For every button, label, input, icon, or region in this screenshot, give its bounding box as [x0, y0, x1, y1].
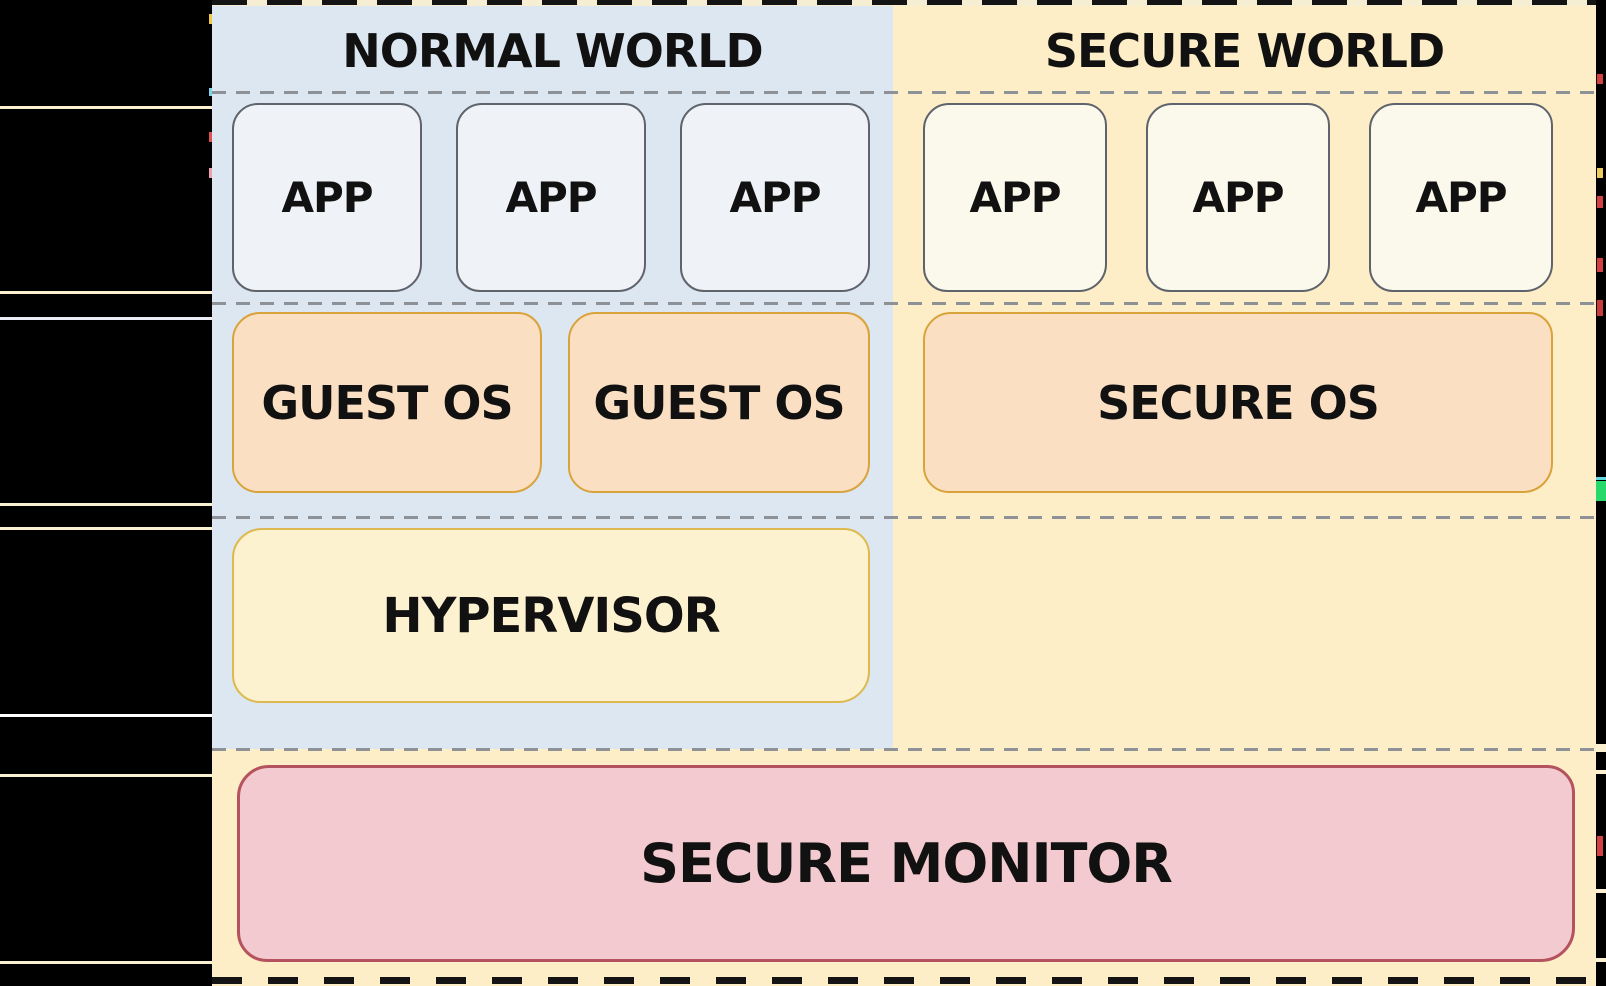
stray-line: [0, 503, 212, 506]
edge-speck: [1597, 258, 1603, 272]
normal-app-box-3: APP: [680, 103, 870, 292]
edge-speck: [1596, 889, 1606, 893]
outer-border-top: [212, 0, 1596, 6]
separator-under-apps: [212, 302, 1596, 305]
edge-speck: [1596, 958, 1606, 962]
stray-line: [0, 317, 212, 320]
edge-speck: [209, 168, 212, 178]
secure-os-box: SECURE OS: [923, 312, 1553, 493]
separator-under-titles: [212, 91, 1596, 94]
edge-speck: [1596, 744, 1606, 752]
separator-under-os: [212, 516, 1596, 519]
right-black-bar: [1596, 0, 1606, 986]
edge-speck: [1596, 770, 1606, 774]
guest-os-box-2: GUEST OS: [568, 312, 870, 493]
normal-world-title: NORMAL WORLD: [342, 24, 764, 78]
edge-speck: [209, 132, 212, 142]
edge-speck: [209, 88, 212, 96]
stray-line: [0, 774, 212, 777]
secure-app-box-3: APP: [1369, 103, 1553, 292]
left-black-bar: [0, 0, 212, 986]
separator-above-monitor: [212, 748, 1596, 751]
secure-monitor-box: SECURE MONITOR: [237, 765, 1575, 962]
normal-app-box-1: APP: [232, 103, 422, 292]
stray-line: [0, 714, 212, 717]
edge-speck: [1597, 196, 1603, 208]
edge-speck: [1597, 168, 1603, 178]
outer-border-bottom: [212, 977, 1606, 986]
edge-speck: [1597, 74, 1603, 84]
stray-line: [0, 106, 212, 109]
stray-line: [0, 527, 212, 530]
stray-line: [0, 291, 212, 294]
stray-line: [0, 961, 212, 964]
secure-app-box-2: APP: [1146, 103, 1330, 292]
trustzone-diagram: NORMAL WORLD SECURE WORLD APP APP APP AP…: [212, 0, 1606, 986]
normal-app-box-2: APP: [456, 103, 646, 292]
secure-app-box-1: APP: [923, 103, 1107, 292]
edge-speck: [209, 14, 212, 24]
hypervisor-box: HYPERVISOR: [232, 528, 870, 703]
guest-os-box-1: GUEST OS: [232, 312, 542, 493]
edge-speck: [1597, 300, 1603, 316]
edge-speck: [1597, 836, 1603, 856]
edge-speck: [1596, 481, 1606, 501]
secure-world-title: SECURE WORLD: [1044, 24, 1445, 78]
edge-speck: [1596, 477, 1606, 480]
